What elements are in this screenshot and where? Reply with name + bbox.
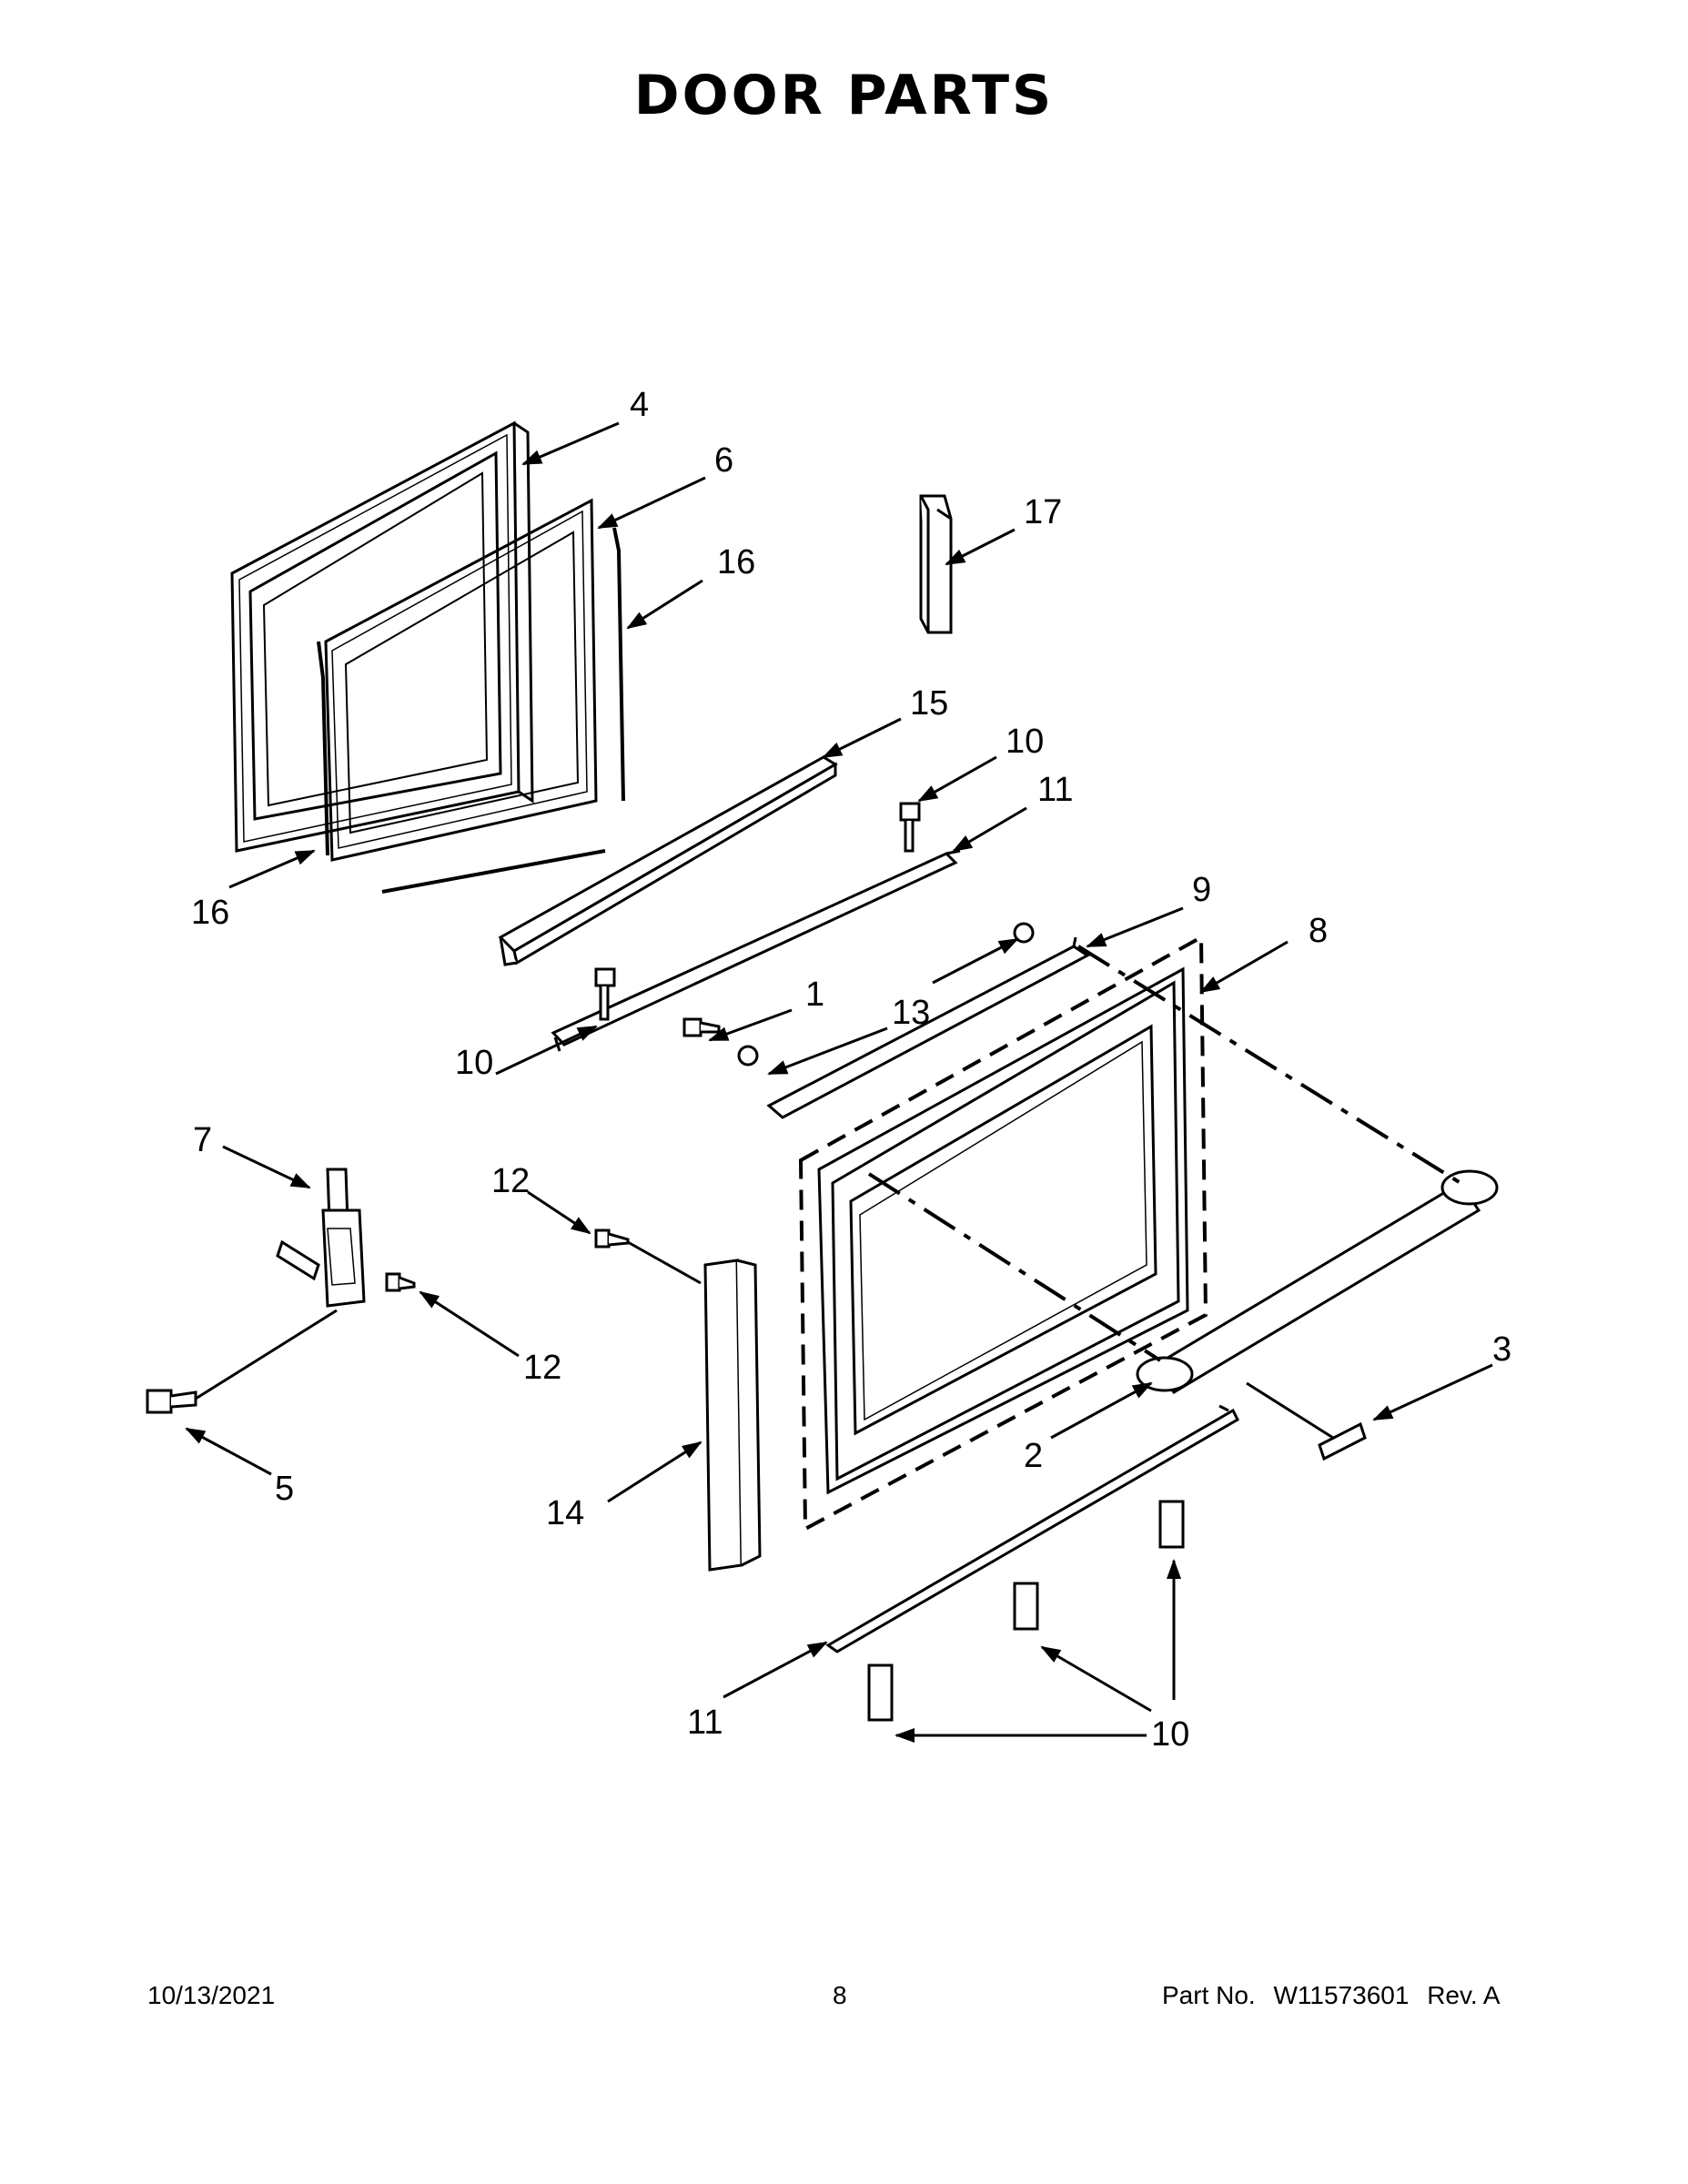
callout-1: 1 — [805, 976, 824, 1014]
footer-part-info: Part No. W11573601 Rev. A — [1162, 1981, 1511, 2010]
footer-date: 10/13/2021 — [147, 1981, 276, 2009]
callout-14: 14 — [546, 1494, 584, 1532]
screw-10-left — [594, 967, 616, 1021]
door-spacer-block — [919, 494, 953, 634]
callout-2: 2 — [1024, 1437, 1043, 1475]
washer-13-lower — [737, 1045, 759, 1067]
outer-door-panel — [817, 966, 1189, 1495]
callout-11-top: 11 — [1037, 771, 1073, 809]
screw-10-bottom-c — [867, 1663, 894, 1722]
callout-16-left: 16 — [191, 894, 229, 932]
callout-12-upper: 12 — [491, 1162, 530, 1200]
inner-glass — [324, 498, 598, 862]
callout-5: 5 — [275, 1470, 294, 1508]
badge-3 — [1318, 1421, 1367, 1461]
screw-5 — [146, 1389, 197, 1414]
screw-10-bottom-b — [1013, 1582, 1039, 1631]
footer-page-number: 8 — [833, 1981, 847, 2009]
callout-17: 17 — [1024, 493, 1062, 531]
bottom-door-channel — [825, 1404, 1239, 1653]
vent-channel — [498, 755, 838, 966]
screw-1 — [682, 1017, 721, 1037]
screw-5-line — [195, 1309, 338, 1400]
part-number: W11573601 — [1273, 1981, 1410, 2009]
handle-mount-line-2 — [867, 1172, 1162, 1362]
side-trim-line — [627, 1240, 702, 1285]
handle-mount-line-1 — [1076, 945, 1462, 1185]
leader-lines — [185, 421, 1493, 1743]
callout-7: 7 — [193, 1121, 212, 1159]
callout-11-bottom: 11 — [687, 1704, 723, 1742]
callout-13: 13 — [892, 994, 930, 1032]
callout-10-top: 10 — [1006, 723, 1044, 761]
revision: Rev. A — [1427, 1981, 1501, 2009]
callout-10-bottom: 10 — [1151, 1715, 1189, 1754]
side-trim — [703, 1259, 762, 1572]
callout-15: 15 — [910, 684, 948, 723]
screw-10-bottom-a — [1158, 1500, 1185, 1549]
washer-13-upper — [1013, 922, 1035, 944]
door-hinge — [276, 1168, 366, 1308]
screw-12-upper — [594, 1228, 630, 1249]
outer-door-outline — [798, 934, 1208, 1532]
badge-line — [1246, 1381, 1334, 1440]
callout-9: 9 — [1192, 871, 1211, 909]
door-handle — [1136, 1169, 1499, 1395]
hinge-channel-bracket — [766, 936, 1090, 1119]
callout-6: 6 — [714, 441, 733, 480]
inner-door-panel — [230, 420, 534, 853]
callout-12-lower: 12 — [523, 1349, 561, 1387]
screw-10-top — [899, 802, 921, 853]
callout-10-left: 10 — [455, 1044, 493, 1082]
screw-12-lower — [385, 1272, 416, 1292]
callout-3: 3 — [1492, 1330, 1511, 1369]
part-number-label: Part No. — [1162, 1981, 1256, 2009]
page-title: DOOR PARTS — [633, 64, 1055, 127]
glass-seal-bottom — [381, 849, 606, 894]
callout-16-top: 16 — [717, 543, 755, 581]
callout-4: 4 — [630, 386, 649, 424]
glass-seal-right — [612, 527, 625, 802]
glass-seal-left — [317, 641, 329, 856]
callout-8: 8 — [1309, 912, 1328, 950]
